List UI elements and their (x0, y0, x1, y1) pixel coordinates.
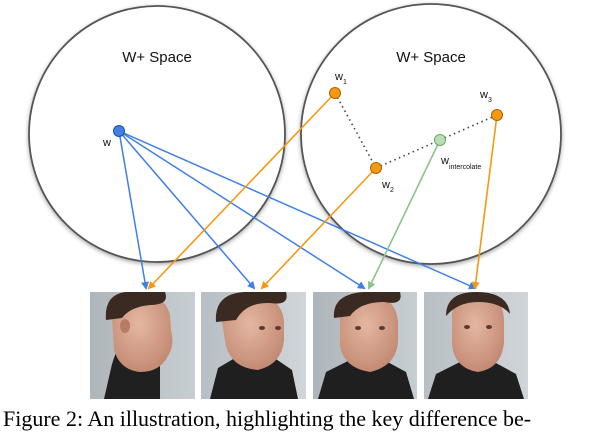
label-w-interpolate: wintercolate (440, 155, 481, 171)
label-w3: w3 (479, 89, 492, 104)
face-4 (424, 292, 528, 399)
blue-arrow-face-1 (118, 130, 149, 290)
figure-caption: Figure 2: An illustration, highlighting … (3, 406, 532, 431)
latent-points (113, 87, 503, 174)
point-w-interpolate (434, 134, 446, 146)
right-space-title: W+ Space (396, 49, 466, 66)
right-space-circle (300, 3, 562, 265)
green-arrow-interpolate-face-3 (367, 139, 441, 290)
orange-arrow-w3-face-4 (471, 114, 498, 290)
right-space: W+ Space (300, 3, 562, 265)
point-w2 (370, 162, 382, 174)
face-2 (201, 292, 306, 399)
blue-arrow-face-4 (118, 130, 477, 290)
orange-arrow-w2-face-2 (260, 167, 377, 290)
dotted-link-w1-w2 (334, 92, 377, 169)
point-w (113, 125, 125, 137)
face-1 (90, 291, 195, 399)
label-w2: w2 (381, 179, 394, 194)
orange-arrows (147, 92, 498, 290)
blue-arrows (118, 130, 477, 290)
face-strip (90, 291, 528, 399)
blue-arrow-face-2 (118, 130, 256, 290)
point-labels: w w1 w2 w3 wintercolate (102, 71, 492, 194)
left-space-title: W+ Space (122, 49, 192, 66)
point-w3 (491, 109, 503, 121)
point-w1 (329, 87, 341, 99)
label-w: w (102, 137, 111, 149)
label-w1: w1 (334, 71, 347, 86)
face-3 (313, 292, 417, 399)
left-space-circle (28, 5, 286, 263)
orange-arrow-w1-face-1 (147, 92, 336, 290)
left-space: W+ Space (28, 5, 286, 263)
blue-arrow-face-3 (118, 130, 366, 290)
